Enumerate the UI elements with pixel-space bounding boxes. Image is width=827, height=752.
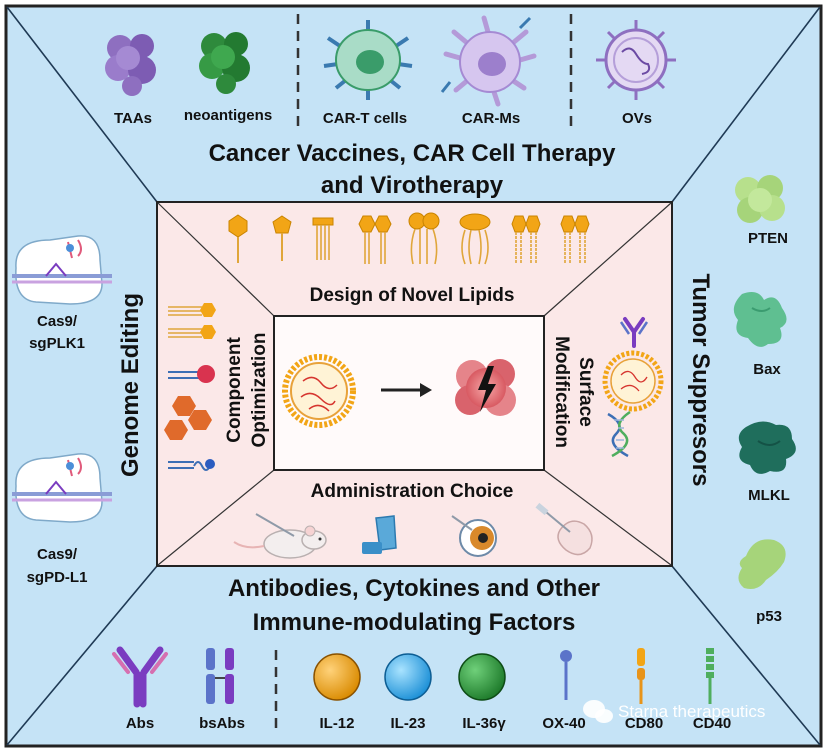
syringe-icon [535,502,593,556]
bottom-item-label: Abs [126,715,154,732]
inhaler-icon [362,515,397,554]
lipid-icon [511,215,541,264]
peg-lipid-icon [168,459,215,471]
virus-icon [596,20,676,100]
receptor-icon [560,650,572,700]
bottom-item-label: CD40 [693,715,731,732]
bottom-title-line2: Immune-modulating Factors [253,609,576,636]
center-diagonals [157,202,672,566]
car-cell-icon [323,20,413,100]
top-title-line2: and Virotherapy [321,172,504,199]
cytokine-sphere-icon [458,653,506,701]
lipid-nanoparticle-icon [282,354,356,428]
bottom-item-label: OX-40 [542,715,585,732]
bottom-item-label: bsAbs [199,715,245,732]
left-title: Genome Editing [117,293,144,477]
eye-icon [451,515,497,557]
bottom-item-label: CD80 [625,715,663,732]
lipid-nanoparticle-icon [602,350,664,412]
top-title-line1: Cancer Vaccines, CAR Cell Therapy [209,140,616,167]
mouse-icon [233,513,327,559]
component-icons [164,303,216,471]
protein-blob-icon [199,32,250,94]
cytokine-sphere-icon [384,653,432,701]
watermark-text: Starna therapeutics [618,702,765,721]
center-bottom-title: Administration Choice [311,481,514,502]
right-item-label: MLKL [748,487,790,504]
bottom-item-label: IL-23 [390,715,425,732]
top-item-label: neoantigens [184,107,272,124]
lipid-icon [560,215,590,264]
top-item-labels: TAAs neoantigens CAR-T cells CAR-Ms OVs [114,107,652,127]
top-item-label: TAAs [114,110,152,127]
right-title: Tumor Suppresors [687,274,714,487]
left-item-label: sgPLK1 [29,335,85,352]
right-item-label: p53 [756,608,782,625]
lipid-icon [168,325,216,339]
left-item-label: sgPD-L1 [27,569,88,586]
protein-blob-icon [738,421,796,474]
bottom-item-label: IL-12 [319,715,354,732]
receptor-icon [706,648,714,704]
right-item-label: Bax [753,361,781,378]
receptor-icon [637,648,645,704]
antibody-icon [112,646,168,708]
lipid-icon [168,365,215,383]
lipid-icon [459,213,491,265]
crispr-plasmid-icon [12,235,112,305]
top-dividers [296,14,573,126]
crispr-plasmid-icon [12,453,112,523]
cytokine-sphere-icon [313,653,361,701]
protein-blob-icon [733,292,787,347]
lipid-icon [358,215,392,264]
dna-icon [607,410,631,458]
car-cell-icon [440,15,537,107]
right-item-label: PTEN [748,230,788,247]
lipid-icon [228,214,248,263]
protein-blob-icon [105,34,156,96]
center-right-title-line1: Surface [575,357,596,427]
diagonal-dividers [6,6,821,746]
arrow-right-icon [381,383,432,397]
antibody-icon [619,317,649,348]
left-item-label: Cas9/ [37,313,78,330]
top-item-label: CAR-T cells [323,110,407,127]
center-right-title-line2: Modification [551,336,572,448]
wechat-icon [583,700,613,723]
antibody-icon [206,648,234,704]
protein-blob-icon [735,175,785,223]
tumor-cell-icon [455,359,516,416]
lipid-icon [312,217,334,260]
center-left-title-line1: Component [224,337,245,443]
bottom-item-labels: Abs bsAbs IL-12 IL-23 IL-36γ OX-40 CD80 … [126,715,731,732]
top-item-label: CAR-Ms [462,110,520,127]
bottom-item-label: IL-36γ [462,715,506,732]
lipid-icon [168,303,216,317]
protein-blob-icon [738,539,786,589]
cholesterol-icon [164,396,212,440]
lipid-icon [408,212,440,265]
bottom-title-line1: Antibodies, Cytokines and Other [228,575,600,602]
left-item-label: Cas9/ [37,546,78,563]
center-top-title: Design of Novel Lipids [310,285,515,306]
watermark: Starna therapeutics [583,700,765,723]
lipid-icons [228,212,590,265]
top-item-label: OVs [622,110,652,127]
center-left-title-line2: Optimization [249,332,270,447]
lipid-icon [272,215,292,261]
